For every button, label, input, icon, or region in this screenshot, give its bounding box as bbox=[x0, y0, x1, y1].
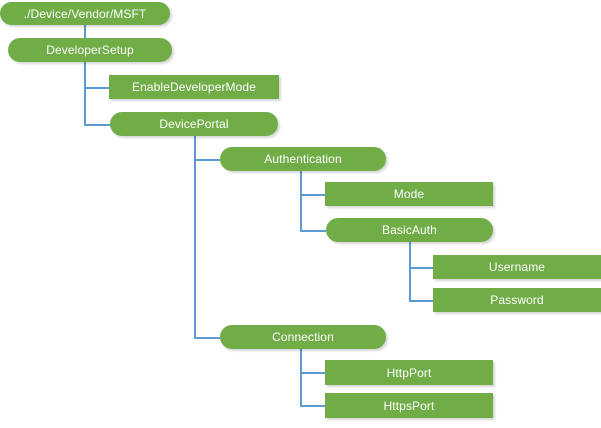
connector-connection-trunk bbox=[300, 349, 302, 406]
node-mode[interactable]: Mode bbox=[325, 182, 493, 206]
connector-developersetup-to-enabledevelopermode bbox=[84, 87, 109, 89]
node-deviceportal[interactable]: DevicePortal bbox=[110, 112, 278, 136]
connector-connection-to-httpsport bbox=[300, 405, 325, 407]
node-httpsport[interactable]: HttpsPort bbox=[325, 393, 493, 418]
node-username[interactable]: Username bbox=[433, 255, 601, 279]
connector-authentication-to-mode bbox=[300, 194, 325, 196]
node-httpport[interactable]: HttpPort bbox=[325, 360, 493, 385]
connector-developersetup-trunk bbox=[84, 62, 86, 124]
node-authentication[interactable]: Authentication bbox=[220, 147, 386, 171]
node-basicauth[interactable]: BasicAuth bbox=[326, 218, 493, 242]
node-password[interactable]: Password bbox=[433, 288, 601, 312]
connector-root-to-developersetup bbox=[84, 25, 86, 38]
connector-basicauth-to-username bbox=[409, 267, 433, 269]
connector-deviceportal-trunk bbox=[194, 136, 196, 337]
connector-developersetup-to-deviceportal bbox=[84, 124, 110, 126]
node-enabledevelopermode[interactable]: EnableDeveloperMode bbox=[109, 75, 279, 99]
connector-authentication-to-basicauth bbox=[300, 230, 326, 232]
connector-authentication-trunk bbox=[300, 171, 302, 230]
connector-connection-to-httpport bbox=[300, 372, 325, 374]
node-root[interactable]: ./Device/Vendor/MSFT bbox=[0, 2, 170, 25]
connector-deviceportal-to-authentication bbox=[194, 159, 220, 161]
connector-basicauth-to-password bbox=[409, 300, 433, 302]
node-connection[interactable]: Connection bbox=[220, 325, 386, 349]
connector-deviceportal-to-connection bbox=[194, 337, 220, 339]
connector-basicauth-trunk bbox=[409, 242, 411, 300]
node-developersetup[interactable]: DeveloperSetup bbox=[8, 38, 172, 62]
